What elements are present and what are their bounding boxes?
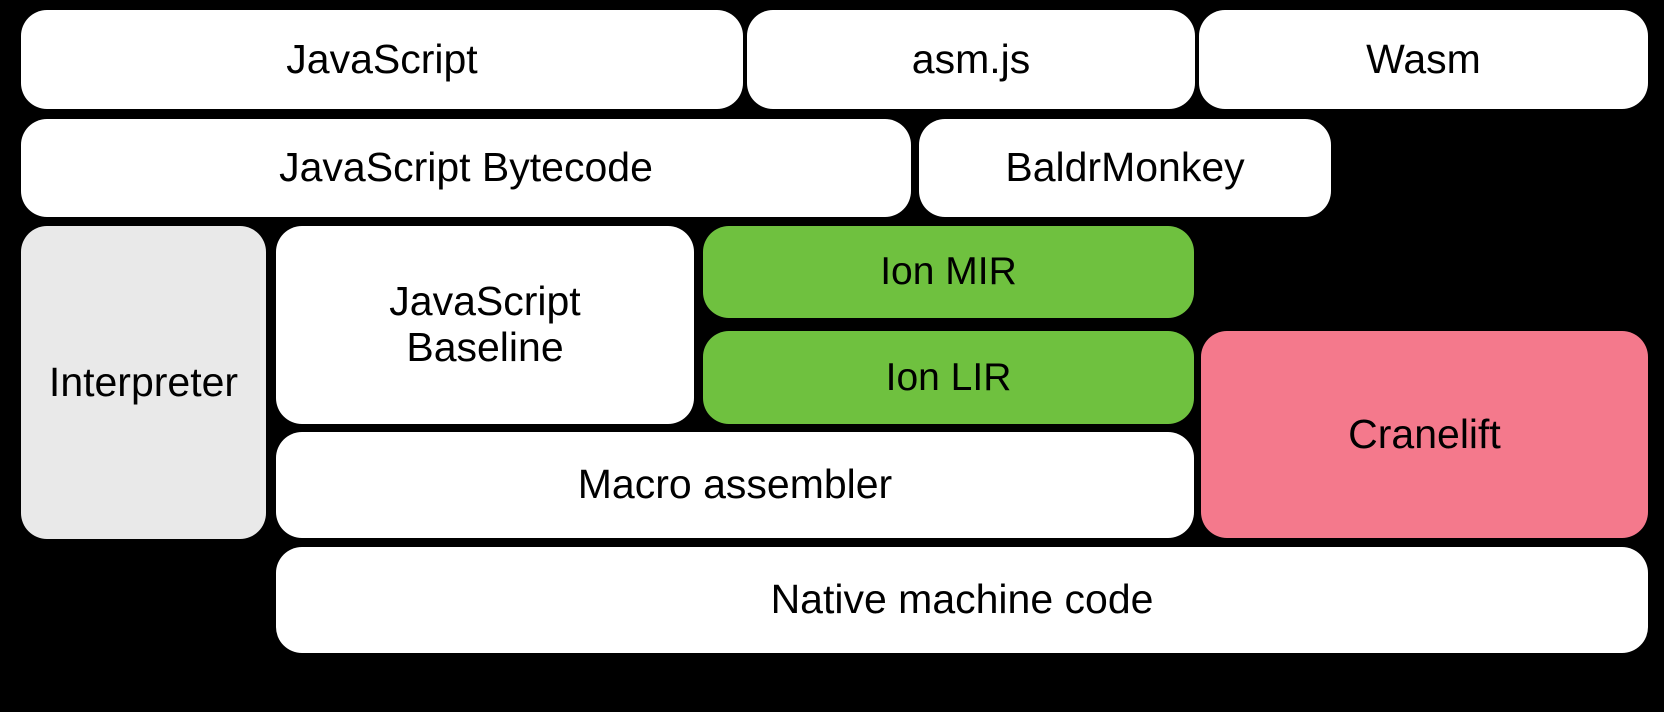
node-cranelift: Cranelift (1201, 331, 1648, 538)
node-interpreter: Interpreter (21, 226, 266, 539)
node-wasm: Wasm (1199, 10, 1648, 109)
node-javascript-baseline: JavaScript Baseline (276, 226, 694, 424)
node-javascript-bytecode: JavaScript Bytecode (21, 119, 911, 217)
node-ion-mir: Ion MIR (703, 226, 1194, 318)
node-native-machine-code: Native machine code (276, 547, 1648, 653)
node-javascript: JavaScript (21, 10, 743, 109)
node-asmjs: asm.js (747, 10, 1195, 109)
node-ion-lir: Ion LIR (703, 331, 1194, 424)
node-macro-assembler: Macro assembler (276, 432, 1194, 538)
node-baldrmonkey: BaldrMonkey (919, 119, 1331, 217)
